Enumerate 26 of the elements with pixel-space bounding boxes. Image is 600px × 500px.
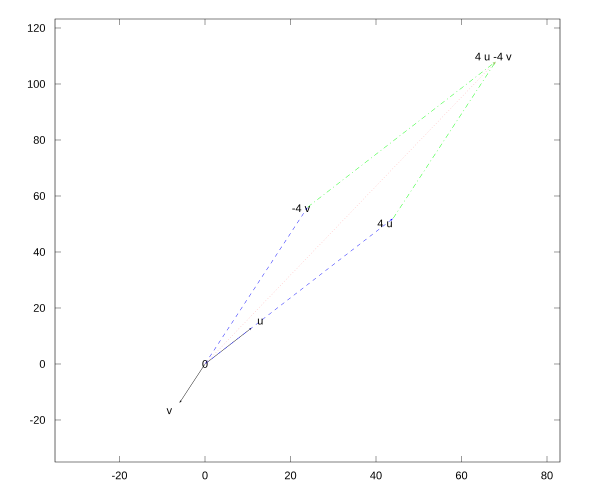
tick-label: 0 <box>40 360 46 368</box>
tick-label: 20 <box>284 472 296 480</box>
tick-label: 0 <box>202 472 208 480</box>
tick-label: 60 <box>456 472 468 480</box>
tick-label: 100 <box>28 80 46 88</box>
point-label: 4 u <box>378 220 392 228</box>
tick-label: 20 <box>34 304 46 312</box>
point-label: -4 v <box>292 204 310 212</box>
vector-arrow <box>204 218 393 364</box>
point-label: 0 <box>202 360 208 368</box>
point-label: u <box>258 318 263 325</box>
point-label: 4 u -4 v <box>475 52 512 60</box>
tick-label: 80 <box>541 472 553 480</box>
tick-label: -20 <box>30 416 46 424</box>
vector-arrow <box>392 62 496 218</box>
vector-arrow <box>204 208 308 364</box>
vector-arrow <box>204 62 496 364</box>
tick-label: -20 <box>112 472 127 480</box>
vector-arrow <box>180 364 206 403</box>
tick-label: 40 <box>34 248 46 256</box>
point-label: v <box>166 408 172 414</box>
tick-label: 60 <box>34 192 46 200</box>
tick-label: 120 <box>28 24 46 32</box>
vector-arrow <box>308 62 496 208</box>
tick-label: 80 <box>34 136 46 144</box>
tick-label: 40 <box>370 472 382 480</box>
